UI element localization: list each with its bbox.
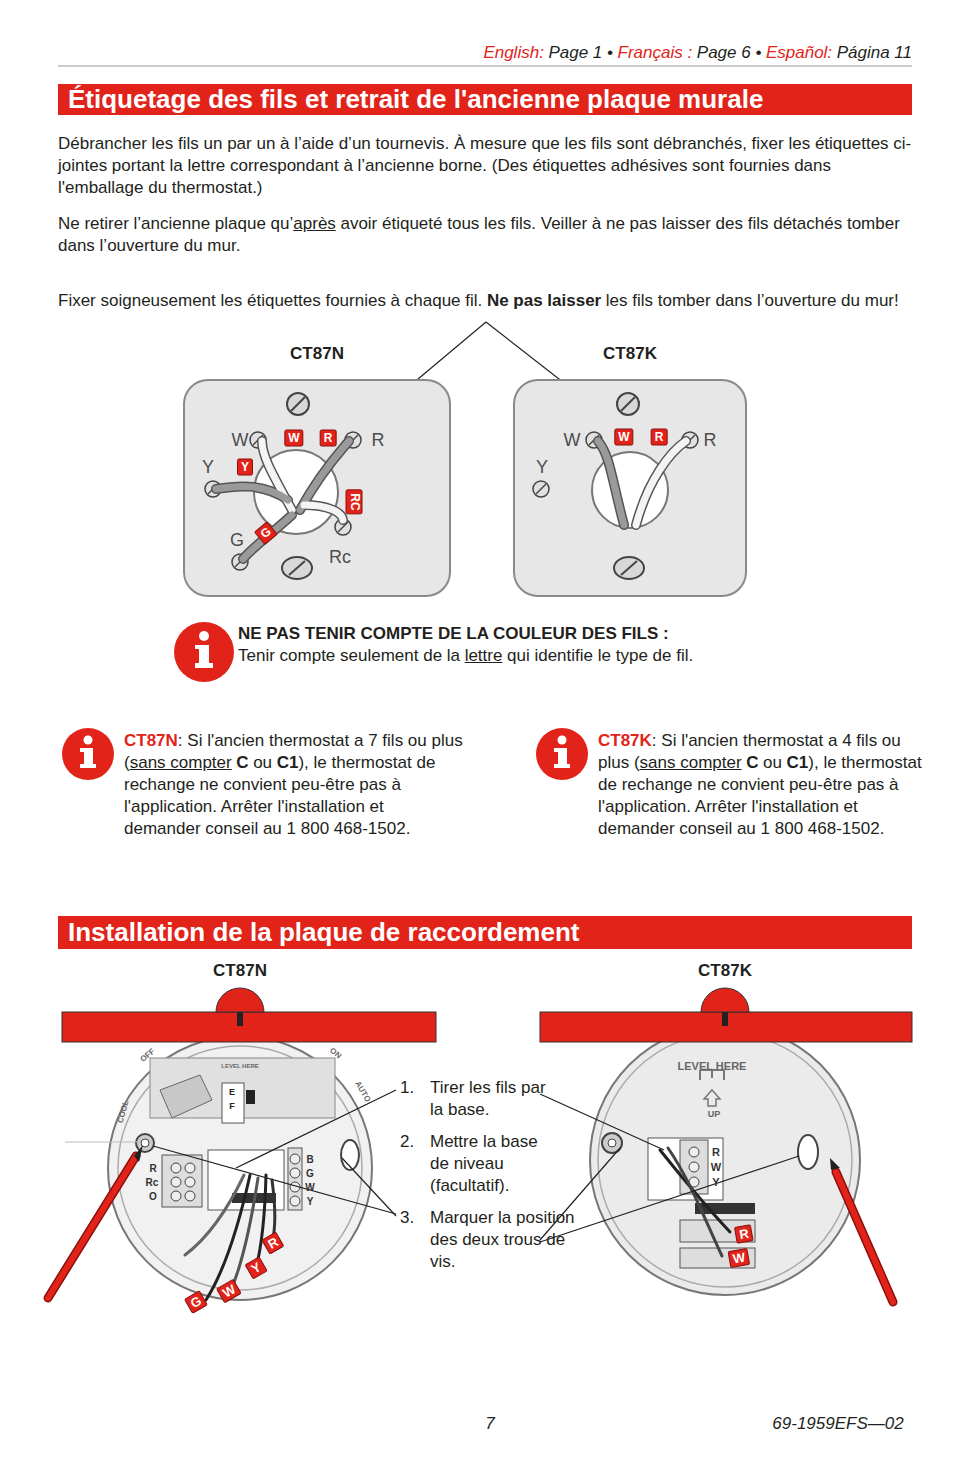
- terminal-label: W: [305, 1182, 314, 1193]
- step-text: Mettre la base de niveau (facultatif).: [430, 1131, 548, 1197]
- section-heading: Étiquetage des fils et retrait de l'anci…: [68, 84, 763, 114]
- terminal-label: Rc: [146, 1177, 159, 1188]
- body-text: qui identifie le type de fil.: [507, 646, 693, 665]
- terminal-label: W: [564, 431, 581, 451]
- body-text: Page 1 •: [548, 43, 613, 62]
- body-text: sans compter: [640, 753, 742, 772]
- terminal-label: Rc: [329, 548, 351, 568]
- wall-plate: CT87K: [514, 343, 746, 597]
- section-heading: Installation de la plaque de raccordemen…: [68, 917, 579, 947]
- body-text: NE PAS TENIR COMPTE DE LA COULEUR DES FI…: [238, 624, 669, 643]
- body-text: Ne pas laisser: [487, 291, 601, 310]
- body-text: C1: [277, 753, 299, 772]
- wire-tag: Y: [237, 459, 253, 476]
- step-number: 3.: [400, 1207, 426, 1229]
- wall-plate: CT87N: [184, 343, 450, 597]
- step-number: 2.: [400, 1131, 426, 1153]
- text-block: Débrancher les fils un par un à l’aide d…: [58, 133, 912, 199]
- text-block: Ne retirer l’ancienne plaque qu’aprèsavo…: [58, 213, 912, 257]
- step-number: 1.: [400, 1077, 426, 1099]
- body-text: C: [746, 753, 758, 772]
- section-band: Étiquetage des fils et retrait de l'anci…: [58, 84, 912, 115]
- wire-tag: RC: [346, 489, 363, 514]
- text-block: Fixer soigneusement les étiquettes fourn…: [58, 290, 912, 312]
- model-heading: CT87N: [100, 960, 380, 982]
- text-block: CT87K: Si l'ancien thermostat a 4 fils o…: [598, 730, 928, 840]
- terminal-label: G: [230, 531, 244, 551]
- body-text: après: [293, 214, 336, 233]
- terminal-label: F: [229, 1102, 235, 1112]
- body-text: les fils tomber dans l’ouverture du mur!: [606, 291, 899, 310]
- model-heading: CT87K: [590, 960, 860, 982]
- body-text: Page 6 •: [697, 43, 762, 62]
- body-text: Fixer soigneusement les étiquettes fourn…: [58, 291, 482, 310]
- terminal-label: Y: [712, 1176, 719, 1188]
- body-text: Tenir compte seulement de la: [238, 646, 460, 665]
- wire-tag: W: [614, 429, 633, 446]
- text-block: CT87N: Si l'ancien thermostat a 7 fils o…: [124, 730, 464, 840]
- terminal-label: Y: [202, 458, 214, 478]
- terminal-label: R: [149, 1163, 156, 1174]
- dial-label: AUTO: [353, 1080, 372, 1104]
- body-text: Français :: [618, 43, 693, 62]
- level-mark: LEVEL HERE: [678, 1060, 747, 1072]
- terminal-label: R: [372, 431, 385, 451]
- body-text: English:: [483, 43, 543, 62]
- model-name: CT87N: [124, 731, 178, 750]
- text-block: English: Page 1 • Français :Page 6 •Españo…: [300, 42, 912, 64]
- body-text: lettre: [465, 646, 503, 665]
- terminal-label: Y: [536, 458, 548, 478]
- section-band: Installation de la plaque de raccordemen…: [58, 916, 912, 949]
- body-text: ou: [253, 753, 272, 772]
- body-text: ou: [763, 753, 782, 772]
- step-text: Marquer la position des deux trous de vi…: [430, 1207, 580, 1273]
- body-text: Página 11: [837, 43, 912, 62]
- terminal-label: R: [712, 1146, 720, 1158]
- terminal-label: B: [306, 1154, 313, 1165]
- terminal-label: W: [232, 431, 249, 451]
- document-number: 69-1959EFS—02: [772, 1415, 903, 1434]
- text-block: NE PAS TENIR COMPTE DE LA COULEUR DES FI…: [238, 623, 878, 667]
- wire-tag: W: [728, 1248, 751, 1268]
- wire-tag: R: [320, 430, 337, 447]
- sub-base: CT87N: [100, 960, 380, 1302]
- body-text: Débrancher les fils un par un à l’aide d…: [58, 134, 911, 197]
- model-name: CT87K: [598, 731, 652, 750]
- body-text: Ne retirer l’ancienne plaque qu’: [58, 214, 293, 233]
- body-text: C1: [787, 753, 809, 772]
- sub-base: CT87K: [590, 960, 860, 1302]
- model-heading: CT87N: [184, 343, 450, 365]
- body-text: sans compter: [130, 753, 232, 772]
- up-mark: UP: [708, 1110, 721, 1120]
- step-text: Tirer les fils par la base.: [430, 1077, 548, 1121]
- wire-tag: R: [734, 1224, 754, 1244]
- terminal-label: E: [229, 1088, 235, 1098]
- body-text: C: [236, 753, 248, 772]
- page-number: 7: [485, 1415, 494, 1434]
- terminal-label: Y: [307, 1196, 314, 1207]
- body-text: Español:: [766, 43, 832, 62]
- wire-tag: R: [651, 429, 668, 446]
- terminal-label: R: [704, 431, 717, 451]
- wire-tag: W: [284, 430, 303, 447]
- level-mark: LEVEL HERE: [221, 1063, 259, 1070]
- model-heading: CT87K: [514, 343, 746, 365]
- terminal-label: G: [306, 1168, 314, 1179]
- terminal-label: W: [711, 1161, 721, 1173]
- terminal-label: O: [149, 1191, 157, 1202]
